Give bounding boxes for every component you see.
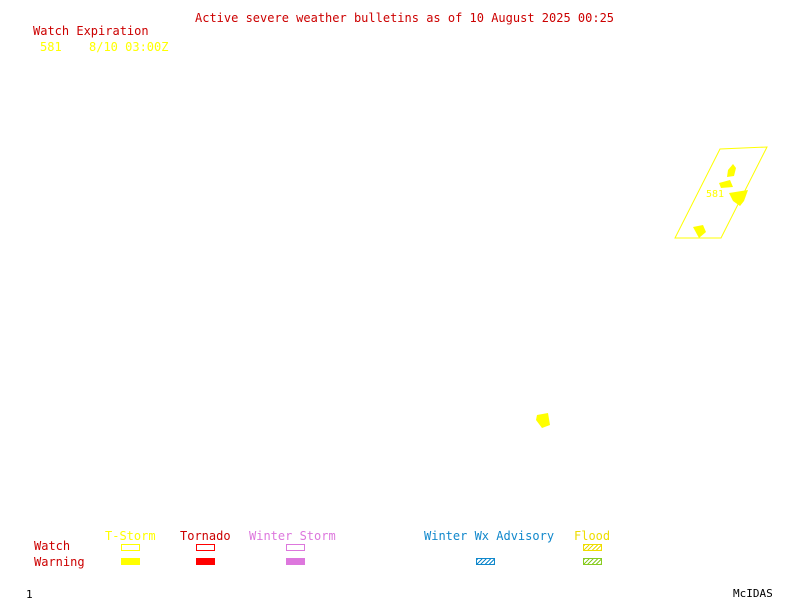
legend-row-watch: Watch bbox=[34, 539, 71, 553]
watch-list-item-expiration: 8/10 03:00Z bbox=[89, 40, 169, 54]
page-title: Active severe weather bulletins as of 10… bbox=[195, 11, 615, 25]
tstorm-warning-polygon[interactable] bbox=[719, 180, 733, 188]
frame-number: 1 bbox=[26, 588, 33, 601]
legend-label-winter-storm: Winter Storm bbox=[249, 529, 336, 543]
tstorm-watch-box[interactable] bbox=[674, 146, 768, 239]
watch-list-item-id: 581 bbox=[40, 40, 62, 54]
tstorm-warning-polygon[interactable] bbox=[536, 413, 550, 428]
legend-swatch-winter-storm-watch bbox=[286, 544, 305, 551]
tstorm-warning-polygon[interactable] bbox=[729, 190, 748, 206]
legend-swatch-tstorm-warning bbox=[121, 558, 140, 565]
legend-swatch-winter-wx-advisory bbox=[476, 558, 495, 565]
legend-label-flood: Flood bbox=[574, 529, 611, 543]
legend-row-warning: Warning bbox=[34, 555, 85, 569]
legend-label-tornado: Tornado bbox=[180, 529, 231, 543]
legend-swatch-flood-watch bbox=[583, 544, 602, 551]
legend-label-winter-wx-advisory: Winter Wx Advisory bbox=[424, 529, 555, 543]
legend-swatch-tornado-warning bbox=[196, 558, 215, 565]
legend-label-tstorm: T-Storm bbox=[105, 529, 156, 543]
watch-box-label: 581 bbox=[706, 189, 724, 200]
legend-swatch-tornado-watch bbox=[196, 544, 215, 551]
tstorm-warning-polygon[interactable] bbox=[727, 164, 736, 177]
tstorm-warning-polygon[interactable] bbox=[693, 225, 706, 238]
legend-swatch-tstorm-watch bbox=[121, 544, 140, 551]
legend-swatch-flood-warning bbox=[583, 558, 602, 565]
watch-list-heading: Watch Expiration bbox=[33, 24, 149, 38]
brand-label: McIDAS bbox=[733, 587, 773, 600]
legend-swatch-winter-storm-warning bbox=[286, 558, 305, 565]
